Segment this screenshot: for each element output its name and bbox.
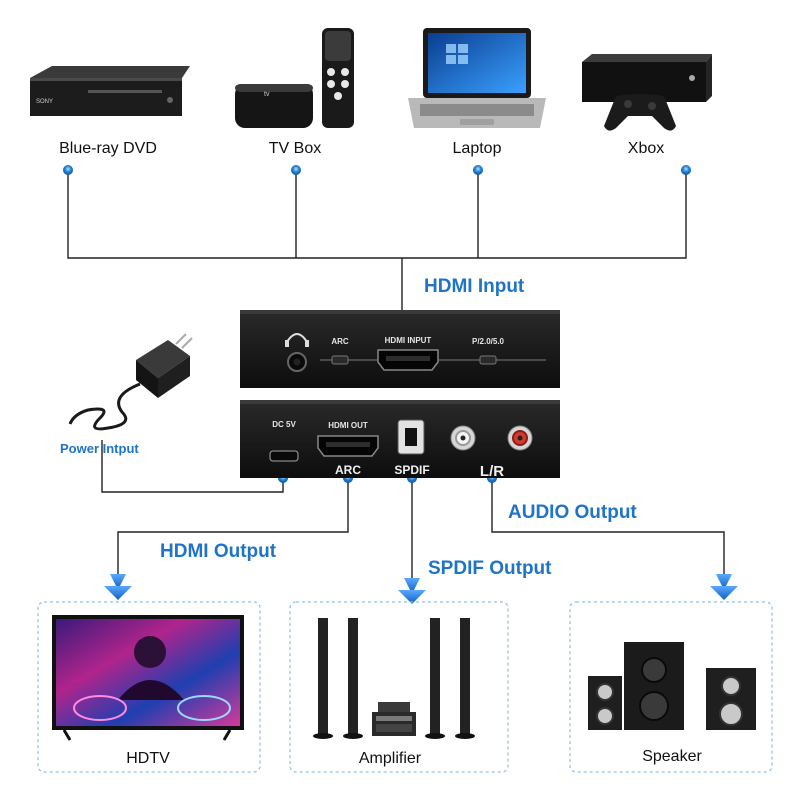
rca-white-jack: [450, 425, 476, 451]
source-label-tvbox: TV Box: [269, 140, 321, 157]
front-version-label: P/2.0/5.0: [472, 337, 505, 346]
spdif-output-label: SPDIF Output: [428, 558, 552, 579]
input-connection-lines: [67, 170, 687, 324]
back-arc-label: ARC: [335, 463, 361, 477]
output-label-speaker: Speaker: [642, 748, 702, 765]
front-hdmi-input-label: HDMI INPUT: [385, 336, 432, 345]
output-label-amplifier: Amplifier: [359, 750, 422, 767]
source-label-laptop: Laptop: [453, 140, 502, 157]
xbox-console-icon: [582, 54, 712, 131]
power-adapter-icon: [68, 333, 193, 431]
output-arrows: [104, 574, 738, 604]
output-connection-lines: [101, 440, 725, 578]
back-hdmi-out-label: HDMI OUT: [328, 421, 368, 430]
back-dc-label: DC 5V: [272, 420, 296, 429]
laptop-icon: [408, 28, 546, 128]
bluray-player-icon: SONY: [30, 66, 190, 116]
speaker-system-icon: [588, 642, 756, 730]
back-lr-label: L/R: [480, 463, 504, 480]
output-label-hdtv: HDTV: [126, 750, 170, 767]
tv-box-icon: tv: [235, 28, 354, 128]
converter-front-panel: ARC HDMI INPUT P/2.0/5.0: [240, 310, 560, 388]
hdmi-output-label: HDMI Output: [160, 541, 277, 562]
tvbox-brand: tv: [264, 91, 270, 98]
source-label-xbox: Xbox: [628, 140, 664, 157]
back-spdif-label: SPDIF: [394, 463, 429, 477]
hdtv-icon: [52, 615, 244, 741]
amplifier-speakers-icon: [313, 618, 475, 739]
front-arc-label: ARC: [331, 337, 349, 346]
source-label-bluray: Blue-ray DVD: [59, 140, 157, 157]
hdmi-input-label: HDMI Input: [424, 276, 525, 297]
bluray-brand: SONY: [36, 99, 53, 105]
headphone-icon: [285, 333, 309, 347]
power-input-label: Power Intput: [60, 441, 139, 456]
rca-red-jack: [507, 425, 533, 451]
output-boxes: [37, 601, 773, 773]
audio-output-label: AUDIO Output: [508, 502, 637, 523]
converter-back-panel: DC 5V HDMI OUT ARC SPDIF L/R: [240, 400, 560, 480]
